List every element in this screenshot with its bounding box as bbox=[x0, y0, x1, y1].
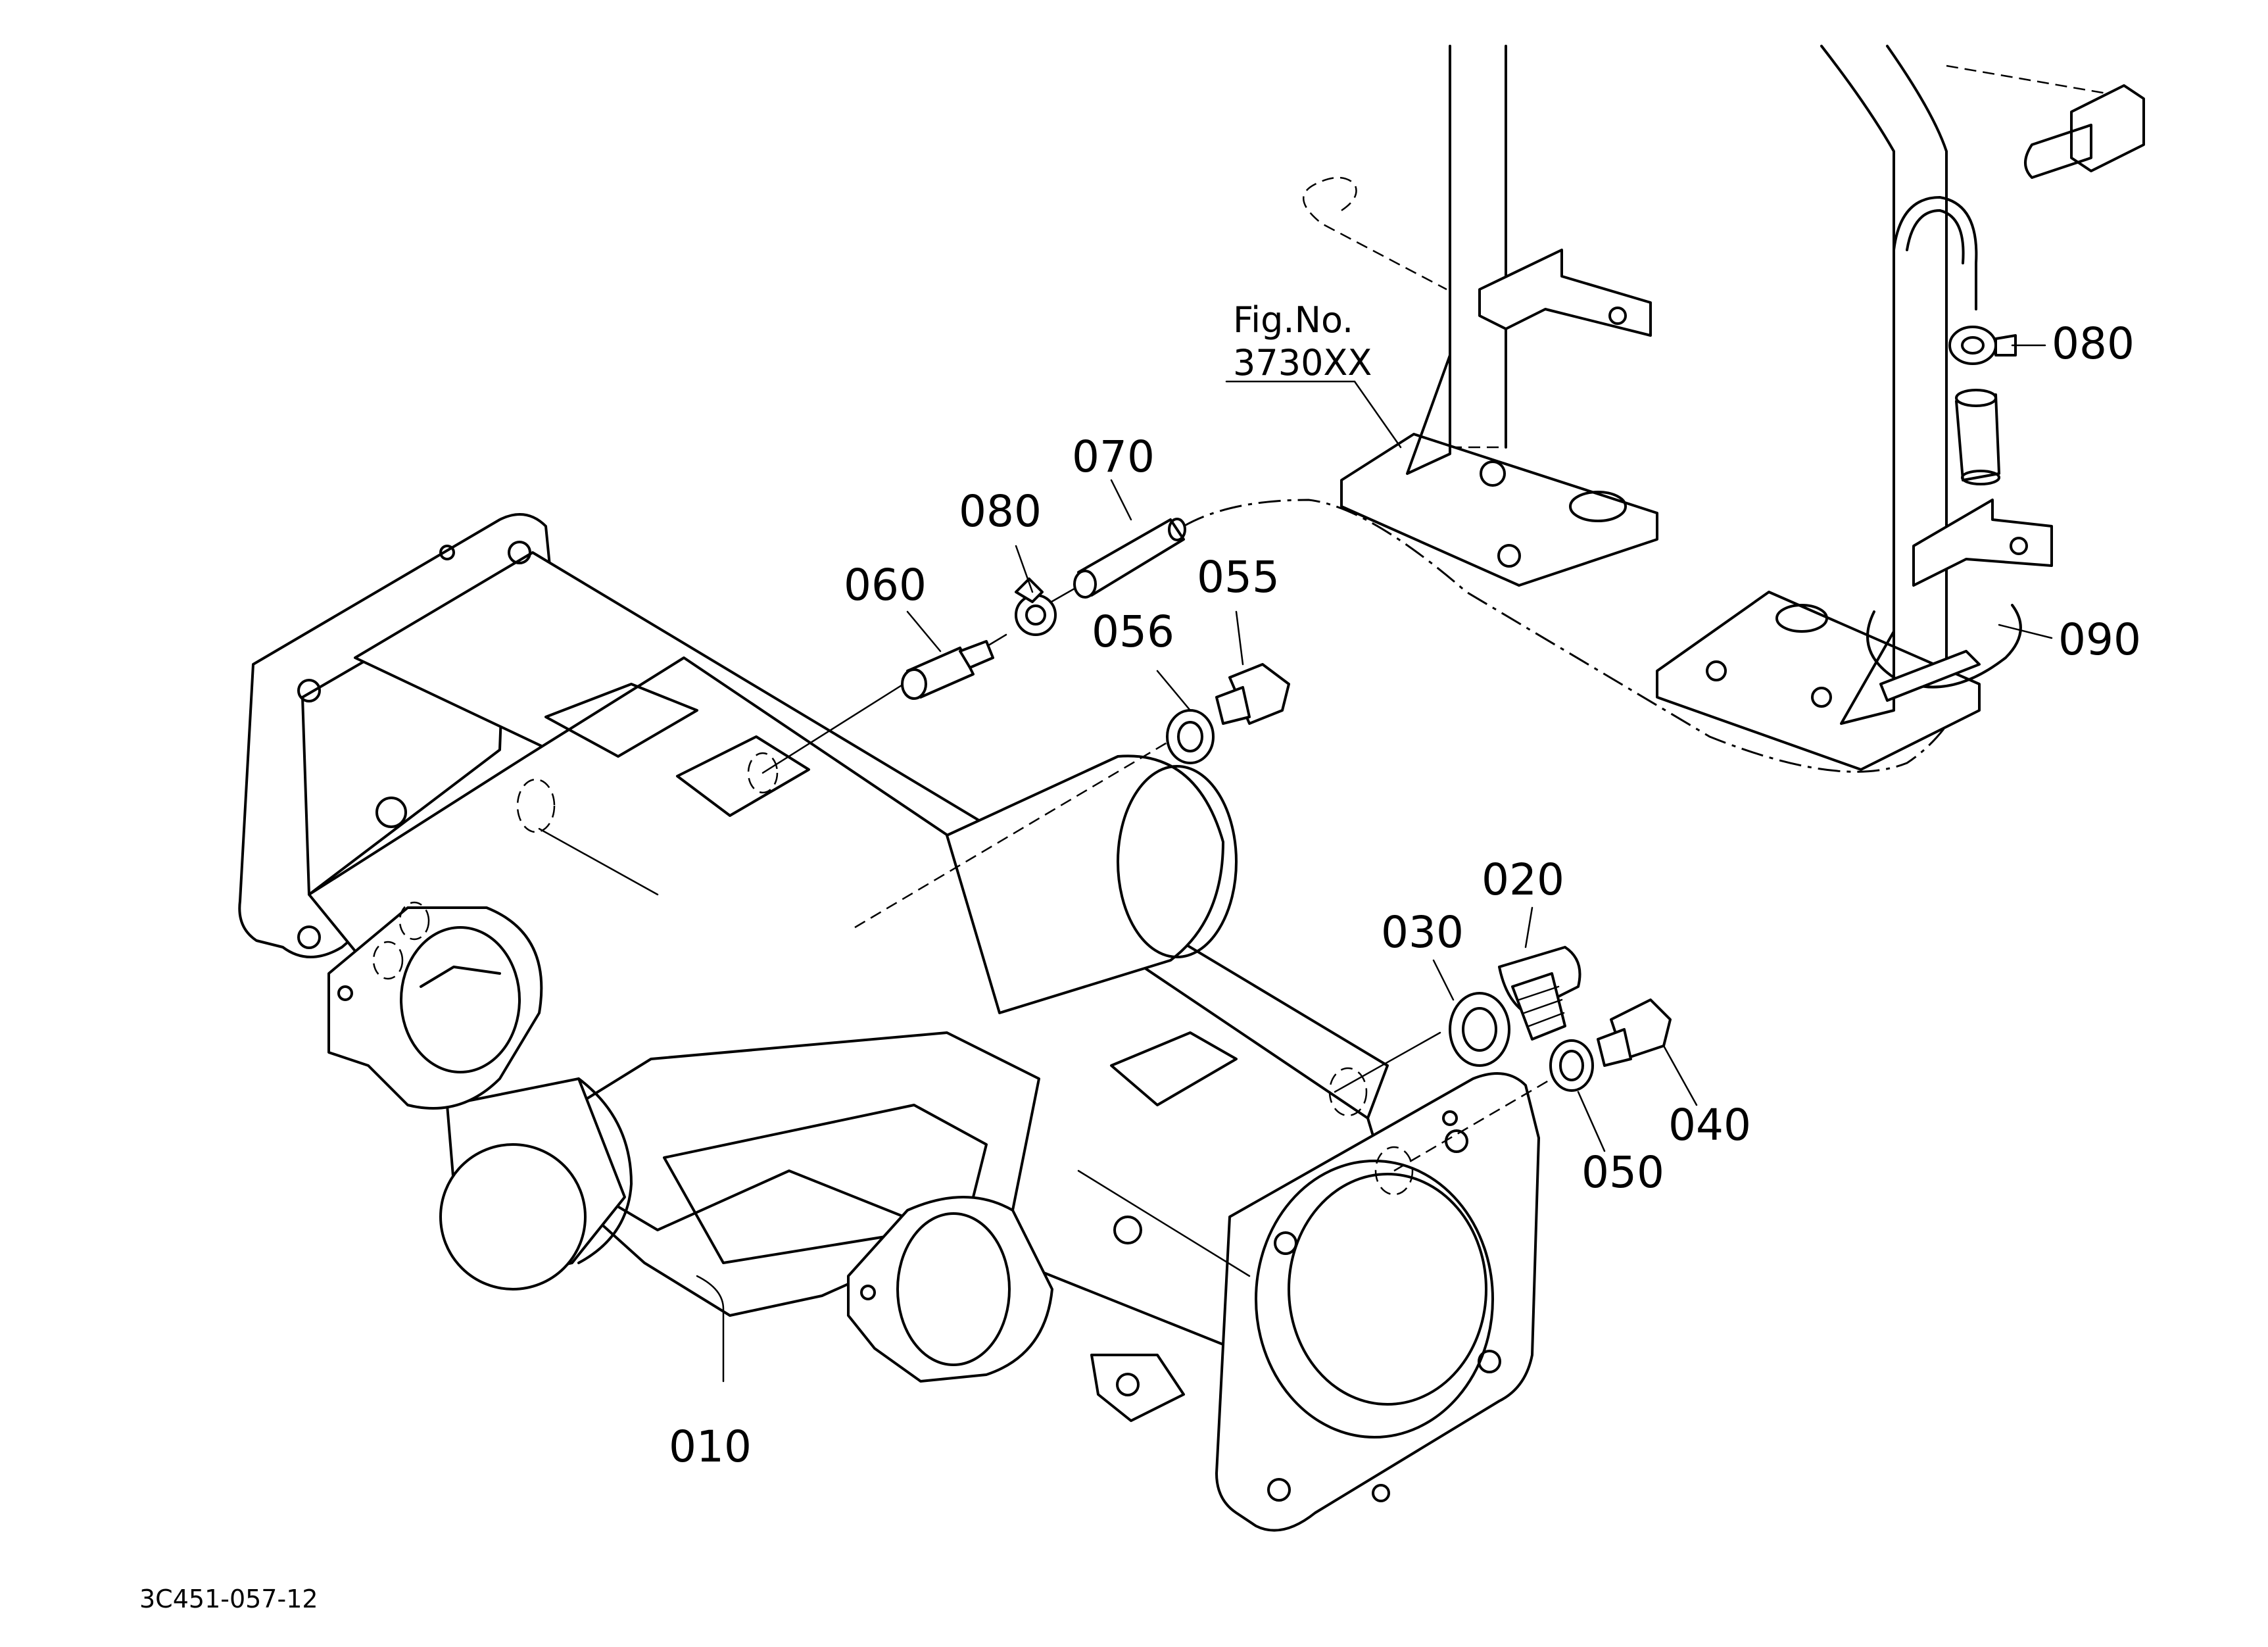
label-040: 040 bbox=[1668, 1100, 1751, 1150]
part-040-bolt bbox=[1597, 998, 1672, 1067]
exploded-view-lines bbox=[761, 578, 1553, 1172]
part-050-washer bbox=[1549, 1039, 1594, 1092]
frame-bracket bbox=[1303, 45, 2145, 771]
hose-route bbox=[1183, 499, 1967, 773]
part-080-clamp-right bbox=[1948, 326, 2017, 365]
label-050: 050 bbox=[1581, 1147, 1664, 1198]
label-060: 060 bbox=[844, 560, 927, 610]
label-leaders bbox=[696, 344, 2053, 1383]
fig-ref-line1: Fig.No. bbox=[1233, 299, 1353, 341]
drawing-code: 3C451-057-12 bbox=[139, 1585, 318, 1613]
part-020-plug bbox=[1498, 946, 1581, 1041]
part-090-cable-tie bbox=[1866, 604, 2022, 702]
label-080-left: 080 bbox=[959, 486, 1042, 537]
front-axle-housing bbox=[238, 513, 1540, 1532]
label-056: 056 bbox=[1092, 606, 1174, 657]
part-060-fitting bbox=[901, 640, 994, 700]
label-080-right: 080 bbox=[2052, 318, 2135, 369]
part-030-washer bbox=[1449, 992, 1510, 1067]
label-030: 030 bbox=[1381, 907, 1464, 958]
hose-segment-right bbox=[1955, 389, 2000, 485]
part-055-bolt bbox=[1215, 663, 1290, 725]
part-labels: 010 020 030 040 050 055 056 060 070 080 … bbox=[139, 299, 2141, 1613]
part-056-washer bbox=[1166, 709, 1215, 764]
label-020: 020 bbox=[1482, 854, 1564, 905]
label-090: 090 bbox=[2058, 614, 2141, 665]
label-055: 055 bbox=[1197, 552, 1280, 602]
part-080-clamp-left bbox=[1015, 578, 1057, 636]
part-070-tube bbox=[1073, 518, 1186, 599]
fig-ref-line2: 3730XX bbox=[1233, 342, 1372, 383]
label-070: 070 bbox=[1072, 431, 1155, 482]
label-010: 010 bbox=[669, 1421, 752, 1472]
